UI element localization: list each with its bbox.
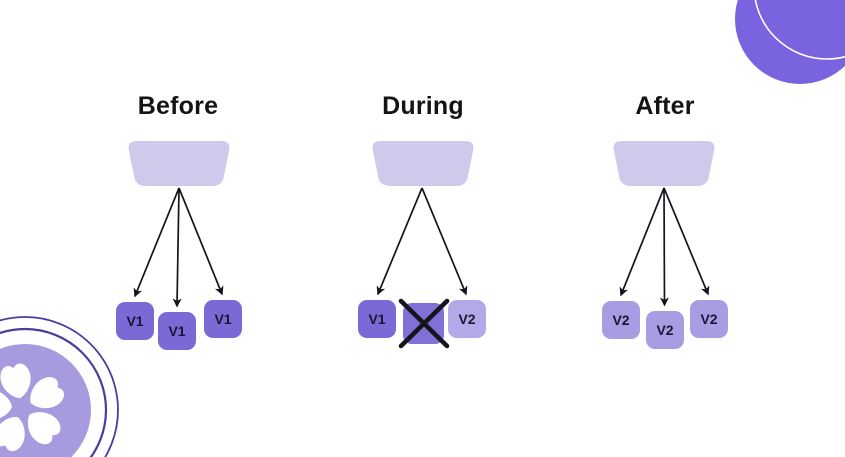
node-box-before-2: V1 [158, 312, 196, 350]
section-title-before: Before [137, 92, 219, 120]
sakura-logo [0, 316, 119, 457]
sakura-logo-ring-outer [0, 316, 119, 457]
arrow-before-right [178, 187, 224, 296]
load-balancer-during [372, 141, 474, 186]
arrow-before-left [133, 187, 180, 298]
load-balancer-before [128, 141, 230, 186]
arrow-during-right [421, 187, 468, 296]
arrow-after-middle [659, 187, 669, 307]
load-balancer-after [613, 141, 715, 186]
arrow-before-middle [172, 187, 182, 308]
sakura-logo-ring-inner [0, 327, 108, 457]
node-box-after-3: V2 [690, 300, 728, 338]
node-box-during-1: V1 [358, 300, 396, 338]
corner-circle-icon [735, 0, 845, 84]
node-box-during-3: V2 [448, 300, 486, 338]
node-box-after-2: V2 [646, 311, 684, 349]
x-cross-icon [398, 298, 450, 349]
corner-circle-decoration [735, 0, 845, 84]
arrow-after-right [663, 187, 710, 296]
node-box-after-1: V2 [602, 301, 640, 339]
node-box-before-3: V1 [204, 300, 242, 338]
node-box-before-1: V1 [116, 302, 154, 340]
arrow-during-left [376, 187, 423, 296]
corner-circle-arc [754, 0, 845, 60]
section-title-during: During [382, 92, 464, 120]
section-title-after: After [635, 92, 695, 120]
arrow-after-left [619, 187, 665, 297]
traffic-arrows [133, 187, 710, 308]
